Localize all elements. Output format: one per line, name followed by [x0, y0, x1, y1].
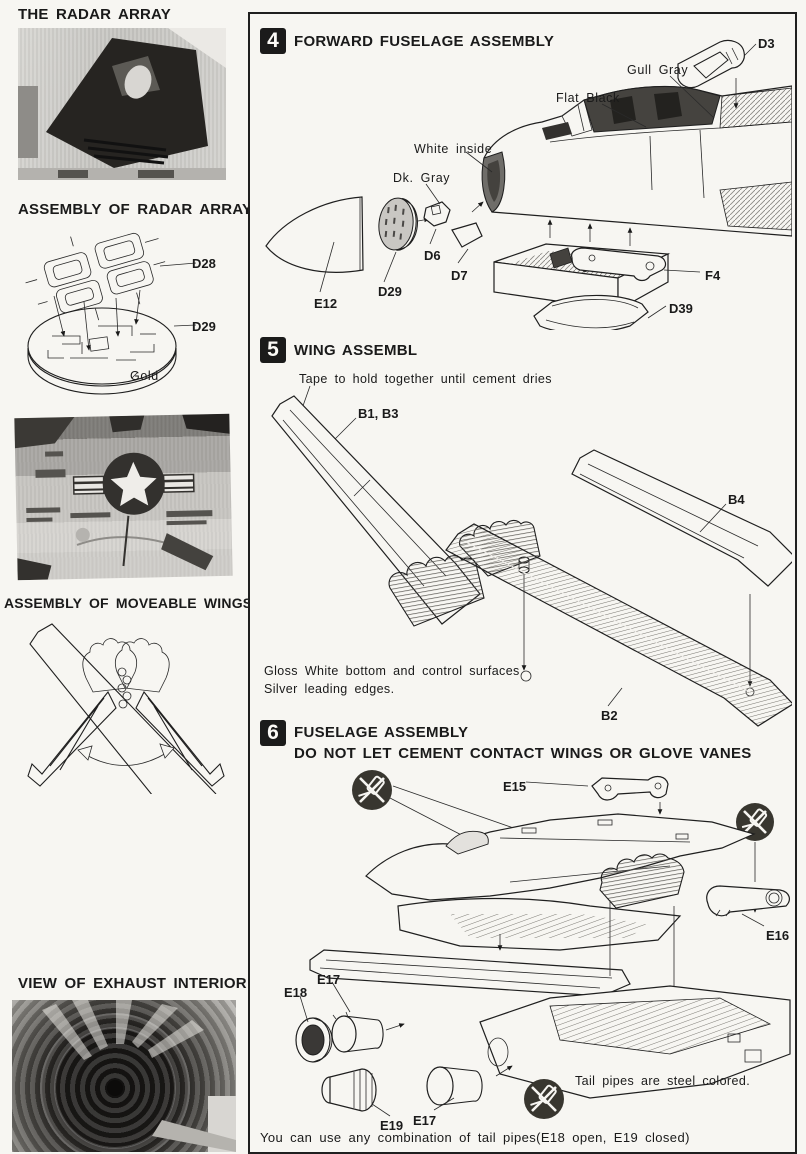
- paint-label-flat-black: Flat Black: [556, 91, 620, 105]
- fuselage-side-photo: [14, 413, 233, 581]
- fuselage-photo-art: [14, 413, 230, 581]
- step6-warning: DO NOT LET CEMENT CONTACT WINGS OR GLOVE…: [294, 745, 752, 762]
- step6-title: FUSELAGE ASSEMBLY: [294, 724, 469, 741]
- moveable-wings-diagram: [27, 623, 225, 794]
- part-label-d39: D39: [669, 301, 693, 316]
- part-label-b4: B4: [728, 492, 745, 507]
- step4-diagram: [265, 39, 792, 330]
- step6-number-box: 6: [260, 720, 286, 746]
- part-label-d6: D6: [424, 248, 441, 263]
- paint-label-dk-gray: Dk. Gray: [393, 171, 451, 185]
- part-label-e15: E15: [503, 779, 527, 794]
- part-label-d28: D28: [192, 256, 216, 271]
- part-label-e19: E19: [380, 1118, 404, 1133]
- part-label-d29-left: D29: [192, 319, 216, 334]
- part-label-f4: F4: [705, 268, 721, 283]
- step6-diagram: [295, 770, 791, 1119]
- part-label-e17-top: E17: [317, 972, 341, 987]
- step5-title: WING ASSEMBL: [294, 342, 418, 359]
- section-title-radar-assembly: ASSEMBLY OF RADAR ARRAY: [18, 201, 253, 218]
- part-label-b1-b3: B1, B3: [358, 406, 399, 421]
- step5-paint-note-line2: Silver leading edges.: [264, 682, 395, 696]
- part-label-e16: E16: [766, 928, 790, 943]
- step5-tape-note: Tape to hold together until cement dries: [299, 372, 552, 386]
- section-title-moveable-wings: ASSEMBLY OF MOVEABLE WINGS: [4, 595, 253, 611]
- step4-number-box: 4: [260, 28, 286, 54]
- paint-label-white-inside: White inside: [414, 142, 493, 156]
- part-label-d7: D7: [451, 268, 468, 283]
- part-label-e18: E18: [284, 985, 308, 1000]
- radar-array-photo: [18, 28, 226, 180]
- part-label-b2: B2: [601, 708, 618, 723]
- section-title-radar-array: THE RADAR ARRAY: [18, 6, 171, 23]
- radar-assembly-diagram: [25, 232, 197, 395]
- paint-label-gold: Gold: [130, 369, 159, 383]
- exhaust-photo-art: [40, 1000, 236, 1152]
- no-cement-icon: [524, 1079, 564, 1119]
- step4-title: FORWARD FUSELAGE ASSEMBLY: [294, 33, 555, 50]
- part-label-d3: D3: [758, 36, 775, 51]
- no-cement-icon: [352, 770, 392, 810]
- part-label-d29: D29: [378, 284, 402, 299]
- exhaust-interior-photo: [12, 1000, 236, 1152]
- step6-footer-note: You can use any combination of tail pipe…: [260, 1130, 690, 1145]
- us-insignia: [72, 452, 195, 515]
- radar-array-photo-art: [18, 28, 226, 180]
- step6-tailpipe-note: Tail pipes are steel colored.: [575, 1074, 751, 1088]
- section-title-exhaust-view: VIEW OF EXHAUST INTERIOR: [18, 975, 247, 992]
- step5-paint-note-line1: Gloss White bottom and control surfaces: [264, 664, 520, 678]
- instruction-steps-panel: 4 FORWARD FUSELAGE ASSEMBLY: [248, 12, 797, 1154]
- step5-diagram: [271, 385, 792, 727]
- part-label-e17-bottom: E17: [413, 1113, 437, 1128]
- part-label-e12: E12: [314, 296, 338, 311]
- paint-label-gull-gray: Gull Gray: [627, 63, 689, 77]
- step5-number-box: 5: [260, 337, 286, 363]
